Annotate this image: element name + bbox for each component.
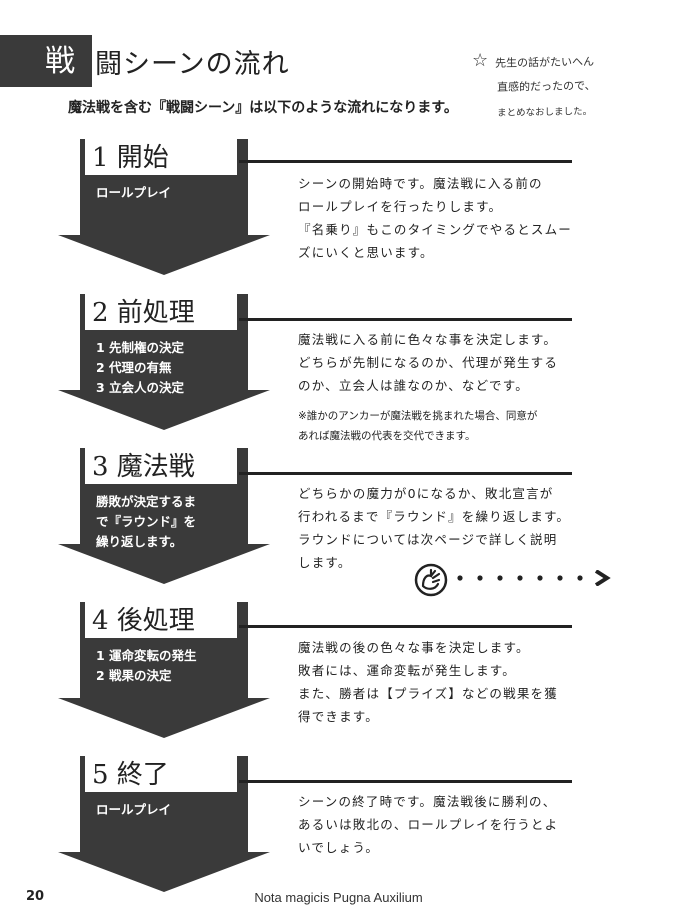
description-line: 得できます。 [298,709,379,724]
description-line: シーンの開始時です。魔法戦に入る前の [298,176,543,191]
description-line: ラウンドについては次ページで詳しく説明 [298,532,558,547]
handwritten-note-line: まとめなおしました。 [496,106,593,119]
step-title: 4 後処理 [85,602,237,638]
step-footnote: ※誰かのアンカーが魔法戦を挑まれた場合、同意が あれば魔法戦の代表を交代できます… [298,406,537,446]
step-subitems: ロールプレイ [96,800,171,820]
step-description: シーンの終了時です。魔法戦後に勝利の、 あるいは敗北の、ロールプレイを行うとよ … [298,790,588,859]
title-block [0,35,92,87]
book-title: Nota magicis Pugna Auxilium [254,890,423,905]
step-subitem: 1 運命変転の発生 [96,648,197,663]
description-line: ズにいくと思います。 [298,245,434,260]
step-subitem: ロールプレイ [96,802,172,817]
step-title: 2 前処理 [85,294,237,330]
divider-rule [239,780,572,783]
flow-step-preprocess: 2 前処理 1 先制権の決定 2 代理の有無 3 立会人の決定 [58,294,270,430]
step-subitem: 2 代理の有無 [96,360,172,375]
handwritten-note-line: 直感的だったので、 [496,79,596,94]
step-subitem: で『ラウンド』を [96,514,197,529]
divider-rule [239,625,572,628]
description-line: また、勝者は【プライズ】などの戦果を獲 [298,686,558,701]
flow-step-postprocess: 4 後処理 1 運命変転の発生 2 戦果の決定 [58,602,270,738]
flow-step-magic-battle: 3 魔法戦 勝敗が決定するま で『ラウンド』を 繰り返します。 [58,448,270,584]
star-outline-icon: ☆ [472,50,489,71]
step-subitems: 1 先制権の決定 2 代理の有無 3 立会人の決定 [96,338,184,398]
step-description: 魔法戦に入る前に色々な事を決定します。 どちらが先制になるのか、代理が発生する … [298,328,588,397]
step-description: 魔法戦の後の色々な事を決定します。 敗者には、運命変転が発生します。 また、勝者… [298,636,588,728]
intro-text: 魔法戦を含む『戦闘シーン』は以下のような流れになります。 [68,100,458,116]
step-subitem: ロールプレイ [96,185,172,200]
hand-circle-icon [414,563,448,597]
page-title: 闘シーンの流れ [95,49,290,80]
footnote-line: ※誰かのアンカーが魔法戦を挑まれた場合、同意が [298,410,538,422]
divider-rule [239,160,572,163]
description-line: どちらが先制になるのか、代理が発生する [298,355,559,370]
divider-rule [239,472,572,475]
divider-rule [239,318,572,321]
step-subitems: 勝敗が決定するま で『ラウンド』を 繰り返します。 [96,492,196,552]
handwritten-note-line: 先生の話がたいへん [494,55,595,70]
step-title: 1 開始 [85,139,237,175]
description-line: どちらかの魔力が0になるか、敗北宣言が [298,486,554,501]
step-subitem: 1 先制権の決定 [96,340,185,355]
description-line: のか、立会人は誰なのか、などです。 [298,378,529,393]
step-title: 3 魔法戦 [85,448,237,484]
footnote-line: あれば魔法戦の代表を交代できます。 [298,430,476,442]
dotted-arrow-icon [457,570,611,586]
flow-step-start: 1 開始 ロールプレイ [58,139,270,275]
description-line: 『名乗り』もこのタイミングでやるとスムー [298,222,573,237]
description-line: 魔法戦の後の色々な事を決定します。 [298,640,530,655]
flow-step-end: 5 終了 ロールプレイ [58,756,270,892]
step-subitem: 2 戦果の決定 [96,668,172,683]
step-subitem: 勝敗が決定するま [96,494,197,509]
description-line: 敗者には、運命変転が発生します。 [298,663,516,678]
page-number: 20 [26,889,45,904]
description-line: いでしょう。 [298,840,380,855]
description-line: ロールプレイを行ったりします。 [298,199,503,214]
page-title-first-char: 戦 [45,44,75,79]
step-subitem: 繰り返します。 [96,534,183,549]
description-line: シーンの終了時です。魔法戦後に勝利の、 [298,794,557,809]
description-line: 行われるまで『ラウンド』を繰り返します。 [298,509,571,524]
step-description: シーンの開始時です。魔法戦に入る前の ロールプレイを行ったりします。 『名乗り』… [298,172,588,264]
description-line: 魔法戦に入る前に色々な事を決定します。 [298,332,558,347]
description-line: あるいは敗北の、ロールプレイを行うとよ [298,817,559,832]
step-subitems: ロールプレイ [96,183,171,203]
step-subitem: 3 立会人の決定 [96,380,185,395]
step-subitems: 1 運命変転の発生 2 戦果の決定 [96,646,197,686]
step-description: どちらかの魔力が0になるか、敗北宣言が 行われるまで『ラウンド』を繰り返します。… [298,482,588,574]
step-title: 5 終了 [85,756,237,792]
description-line: します。 [298,555,352,570]
